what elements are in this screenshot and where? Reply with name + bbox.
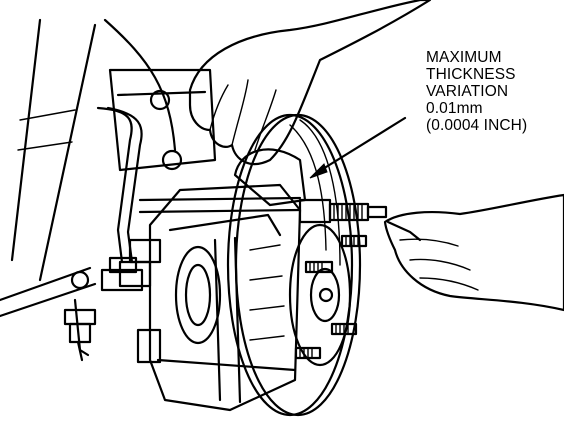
wheel-stud-2 (304, 260, 334, 274)
brake-hose (96, 106, 144, 292)
wheel-stud-1 (340, 234, 368, 248)
callout-leader-arrow (309, 116, 407, 179)
left-hand (188, 0, 432, 166)
wheel-hub (288, 223, 368, 367)
callout-line-5: (0.0004 INCH) (426, 117, 528, 134)
wheel-stud-3 (330, 322, 358, 336)
tie-rod (0, 266, 97, 362)
right-hand (383, 193, 564, 312)
strut-assembly (10, 18, 217, 282)
callout-line-1: MAXIMUM (426, 49, 502, 66)
micrometer (138, 148, 388, 224)
brake-caliper (118, 183, 302, 412)
callout-line-4: 0.01mm (426, 100, 483, 117)
callout-line-3: VARIATION (426, 83, 509, 100)
callout-line-2: THICKNESS (426, 66, 516, 83)
wheel-stud-4 (294, 346, 322, 360)
measurement-callout: MAXIMUM THICKNESS VARIATION 0.01mm (0.00… (426, 49, 562, 134)
